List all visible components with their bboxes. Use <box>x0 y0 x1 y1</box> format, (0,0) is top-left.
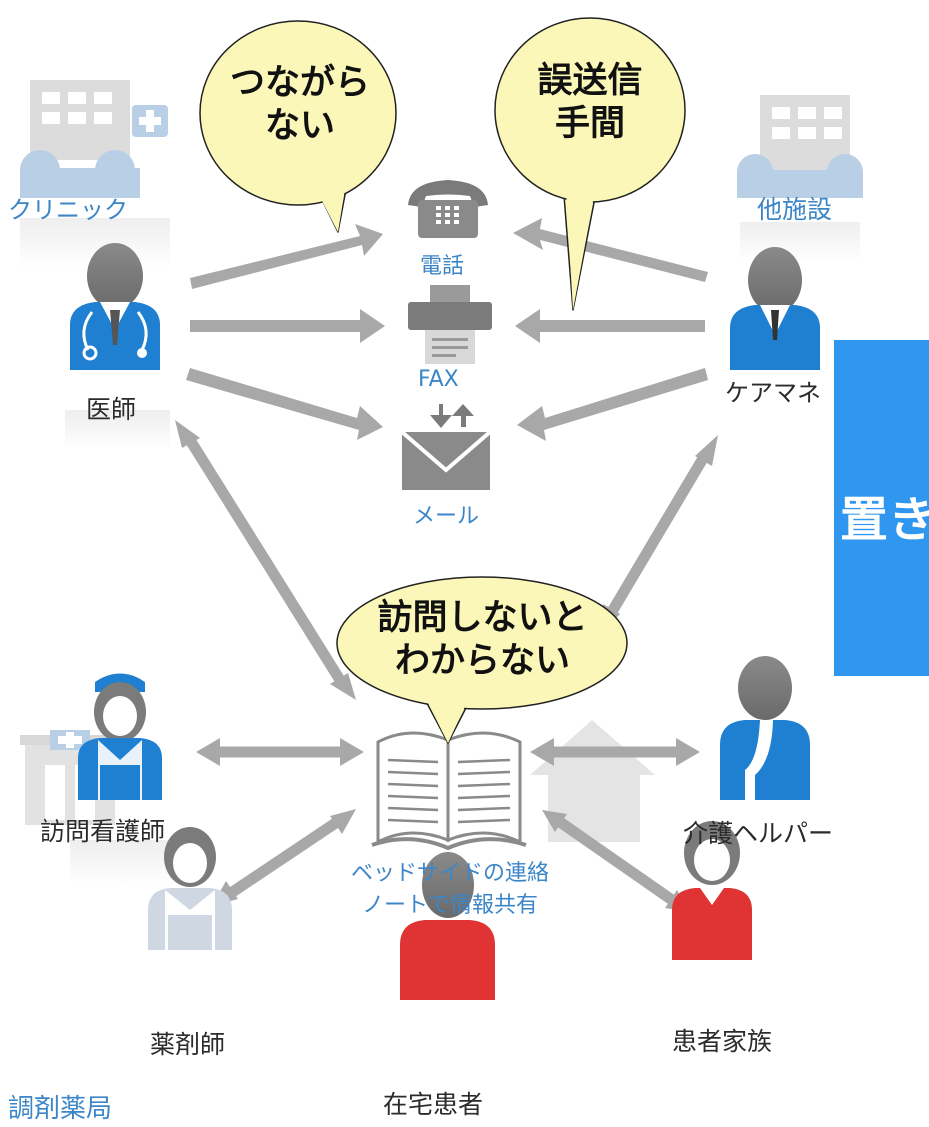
bubble-line: ない <box>264 105 335 146</box>
home-patient-figure-icon <box>400 852 495 1000</box>
connection-arrows <box>186 218 708 441</box>
bubble-line: 誤送信 <box>537 61 643 101</box>
house-icon <box>530 720 655 842</box>
arrow-caremanager-to-fax <box>515 309 705 343</box>
pharmacist-figure-icon <box>148 827 232 950</box>
bubble-line: 訪問しないと <box>377 598 588 638</box>
care-manager-figure-icon <box>730 247 820 370</box>
visiting-nurse-figure-icon <box>70 673 180 885</box>
notebook-caption-line: ノートで情報共有 <box>361 892 538 918</box>
speech-bubble-center <box>336 576 628 744</box>
bubble-text-top-right: 誤送信 手間 <box>495 60 685 145</box>
notebook-caption: ベッドサイドの連絡 ノートで情報共有 <box>335 858 565 922</box>
arrow-doctor-to-phone <box>190 224 383 289</box>
speech-bubble-top-right <box>494 17 686 311</box>
arrow-doctor-to-mail <box>186 368 383 440</box>
home-patient-label: 在宅患者 <box>383 1090 484 1119</box>
phone-label: 電話 <box>420 254 465 279</box>
bubble-line: わからない <box>394 640 570 681</box>
open-notebook-icon <box>371 731 527 851</box>
visiting-nurse-label: 訪問看護師 <box>40 817 166 846</box>
mail-label: メール <box>413 504 480 529</box>
arrow-doctor-to-fax <box>190 309 385 343</box>
bubble-text-top-left: つながら ない <box>205 62 395 147</box>
arrow-notebook-doctor <box>185 437 345 683</box>
care-helper-figure-icon <box>720 656 810 800</box>
clinic-building-icon <box>20 80 170 268</box>
bubble-text-center: 訪問しないと わからない <box>340 597 625 682</box>
doctor-label: 医師 <box>86 395 137 424</box>
arrow-notebook-family <box>556 817 676 905</box>
mail-envelope-icon <box>400 404 492 490</box>
arrow-caremanager-to-mail <box>517 368 708 441</box>
other-facility-building-icon <box>737 95 863 262</box>
bubble-line: 手間 <box>554 103 625 144</box>
arrow-notebook-caremanager <box>605 452 710 618</box>
patient-family-label: 患者家族 <box>672 1027 773 1056</box>
notebook-arrows <box>185 437 710 905</box>
replacement-panel: 置き <box>834 340 929 676</box>
replacement-panel-text: 置き <box>840 492 929 548</box>
pharmacy-label: 調剤薬局 <box>8 1094 113 1124</box>
care-manager-label: ケアマネ <box>725 379 821 407</box>
doctor-figure-icon <box>65 243 170 450</box>
notebook-caption-line: ベッドサイドの連絡 <box>350 861 549 886</box>
fax-machine-icon <box>408 285 492 364</box>
arrow-notebook-pharmacist <box>224 815 344 900</box>
fax-label: FAX <box>418 367 459 392</box>
arrow-caremanager-to-phone <box>513 218 708 282</box>
other-facility-label: 他施設 <box>757 195 833 224</box>
clinic-label: クリニック <box>8 196 128 224</box>
telephone-icon <box>408 180 488 238</box>
speech-bubble-top-left <box>199 20 397 233</box>
care-helper-label: 介護ヘルパー <box>683 819 834 848</box>
pharmacist-label: 薬剤師 <box>150 1030 226 1059</box>
patient-family-figure-icon <box>672 821 752 960</box>
bubble-line: つながら <box>229 63 370 103</box>
